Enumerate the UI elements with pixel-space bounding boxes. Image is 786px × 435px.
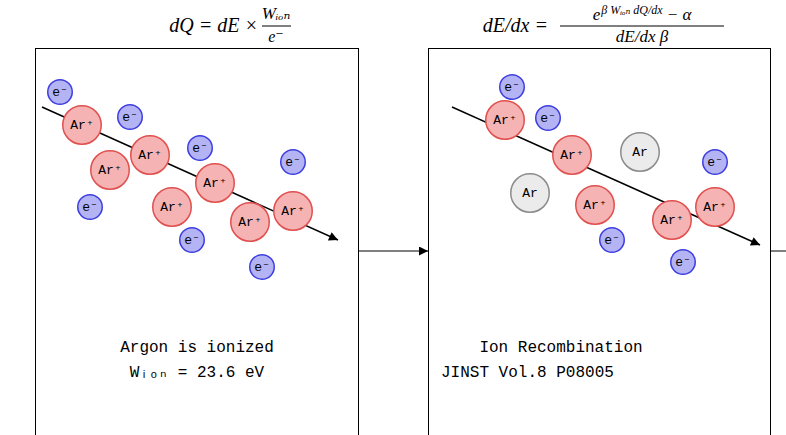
particle-label: Ar [632,145,648,160]
circle-shape [250,255,275,280]
equation-denominator: dE/dx β [616,27,668,47]
particle-label: e⁻ [192,141,208,156]
circle-shape [231,203,270,242]
flow-arrow [359,251,428,252]
particle-label: e⁻ [254,260,270,275]
circle-shape [274,192,313,231]
circle-shape [153,188,192,227]
particle-label: e⁻ [540,111,556,126]
particle-label: Ar⁺ [238,215,261,230]
circle-shape [486,101,525,140]
circle-shape [78,195,103,220]
equation-denominator: e⁻ [268,27,284,46]
electron-circle: e⁻ [187,135,213,161]
fraction-bar [560,26,724,27]
circle-shape [48,80,73,105]
electron-circle: e⁻ [47,79,73,105]
ion-circle: Ar⁺ [230,202,270,242]
circle-shape [63,106,102,145]
particle-label: Ar⁺ [493,113,516,128]
circle-shape [500,75,525,100]
equation-part: dQ = dE × [169,14,258,37]
electron-circle: e⁻ [702,149,728,175]
ion-circle: Ar⁺ [552,135,592,175]
ion-circle: Ar⁺ [195,163,235,203]
circle-shape [671,250,696,275]
ion-circle: Ar⁺ [652,200,692,240]
box-note: JINST Vol.8 P08005 [441,363,614,383]
continuing-arrow [771,251,786,252]
atom-circle: Ar [510,173,550,213]
ion-circle: Ar⁺ [62,105,102,145]
particle-label: e⁻ [82,200,98,215]
particle-label: Ar⁺ [98,163,121,178]
equation-numerator: eβ Wᵢₒₙ dQ/dx − α [556,6,728,25]
particle-label: e⁻ [184,233,200,248]
circle-shape [703,150,728,175]
box-note: Wᵢₒₙ = 23.6 eV [130,363,264,383]
particle-label: Ar⁺ [70,118,93,133]
equation-numerator: Wᵢₒₙ [262,3,291,24]
circle-shape [188,136,213,161]
particle-label: Ar⁺ [660,213,683,228]
ion-circle: Ar⁺ [152,187,192,227]
ion-circle: Ar⁺ [90,150,130,190]
circle-shape [553,136,592,175]
box-heading: Ion Recombination [479,338,642,358]
electron-circle: e⁻ [599,227,625,253]
circle-shape [131,136,170,175]
particle-label: e⁻ [604,233,620,248]
particle-label: e⁻ [285,155,301,170]
circle-shape [91,151,130,190]
equation-part: e [593,5,601,24]
particle-label: Ar⁺ [703,200,726,215]
equation-part: − α [667,5,692,24]
circle-shape [196,164,235,203]
circle-shape [180,228,205,253]
particle-label: e⁻ [675,255,691,270]
particle-label: Ar [522,186,538,201]
electron-circle: e⁻ [535,105,561,131]
ion-circle: Ar⁺ [575,185,615,225]
particle-label: e⁻ [504,80,520,95]
exponent: β Wᵢₒₙ dQ/dx [601,3,663,17]
electron-circle: e⁻ [117,104,143,130]
circle-shape [576,186,615,225]
particle-label: Ar⁺ [160,200,183,215]
particle-label: Ar⁺ [560,148,583,163]
circle-shape [281,150,306,175]
fraction-bar [262,26,291,27]
ion-circle: Ar⁺ [273,191,313,231]
electron-circle: e⁻ [77,194,103,220]
electron-circle: e⁻ [499,74,525,100]
electron-circle: e⁻ [670,249,696,275]
box-heading: Argon is ionized [120,338,274,358]
process-box: Ion RecombinationJINST Vol.8 P08005 e⁻ e⁻ A… [428,48,771,435]
ion-circle: Ar⁺ [485,100,525,140]
circle-shape [621,133,660,172]
circle-shape [653,201,692,240]
circle-shape [696,188,735,227]
ion-circle: Ar⁺ [130,135,170,175]
particle-label: e⁻ [52,85,68,100]
particle-label: Ar⁺ [281,204,304,219]
particle-label: Ar⁺ [203,176,226,191]
ion-circle: Ar⁺ [695,187,735,227]
process-box: Argon is ionizedWᵢₒₙ = 23.6 eV e⁻ e⁻ Ar⁺ e⁻ A… [35,48,359,435]
particle-track [42,107,338,240]
electron-circle: e⁻ [179,227,205,253]
equation-part: dE/dx = [483,14,548,37]
electron-circle: e⁻ [280,149,306,175]
circle-shape [536,106,561,131]
circle-shape [511,174,550,213]
particle-label: Ar⁺ [138,148,161,163]
electron-circle: e⁻ [249,254,275,280]
particle-label: e⁻ [707,155,723,170]
particle-label: Ar⁺ [583,198,606,213]
circle-shape [118,105,143,130]
particle-label: e⁻ [122,110,138,125]
circle-shape [600,228,625,253]
atom-circle: Ar [620,132,660,172]
